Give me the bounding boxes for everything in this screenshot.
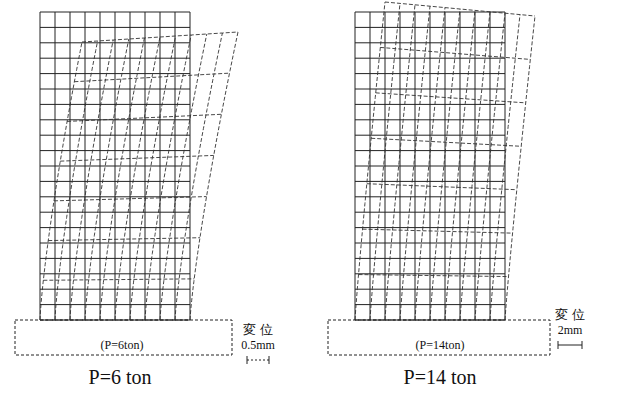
- mesh-line: [40, 227, 190, 228]
- deformed-mesh-line: [145, 35, 191, 320]
- mesh-line: [355, 289, 505, 290]
- mesh-line: [40, 289, 190, 290]
- mesh-line: [355, 12, 505, 13]
- deformed-mesh-line: [43, 279, 194, 280]
- mesh-line: [40, 12, 190, 13]
- deformed-mesh-line: [74, 73, 229, 82]
- mesh-line: [355, 304, 505, 305]
- mesh-line: [355, 104, 505, 105]
- mesh-group: [40, 2, 535, 320]
- mesh-line: [40, 104, 190, 105]
- mesh-line: [40, 212, 190, 213]
- mesh-line: [40, 243, 190, 244]
- base-block: [328, 320, 550, 355]
- mesh-line: [40, 89, 190, 90]
- mesh-line: [40, 42, 190, 43]
- mesh-line: [355, 135, 505, 136]
- load-caption: P=14 ton: [404, 366, 477, 388]
- deformed-mesh-line: [55, 41, 98, 320]
- mesh-line: [355, 166, 505, 167]
- deformed-mesh-line: [60, 155, 213, 161]
- scale-tick: [269, 356, 270, 364]
- displacement-label: 変 位: [243, 323, 272, 337]
- mesh-line: [40, 166, 190, 167]
- deformed-mesh-line: [40, 42, 82, 320]
- deformed-mesh-line: [355, 2, 385, 320]
- scale-value: 0.5mm: [241, 339, 275, 352]
- mesh-line: [355, 243, 505, 244]
- deformed-mesh-line: [359, 275, 509, 277]
- deformed-mesh-line: [475, 13, 505, 320]
- deformed-mesh-line: [371, 138, 521, 146]
- deformed-mesh-line: [48, 238, 200, 241]
- deformed-mesh-line: [385, 5, 415, 320]
- scale-tick: [247, 356, 248, 364]
- mesh-line: [40, 58, 190, 59]
- load-label: (P=14ton): [416, 339, 465, 352]
- deformed-mesh-line: [385, 2, 535, 16]
- deformed-mesh-line: [415, 8, 445, 320]
- deformed-mesh-line: [370, 3, 400, 320]
- scale-tick: [582, 341, 583, 349]
- deformed-mesh-line: [363, 229, 513, 233]
- deformed-mesh-line: [430, 9, 460, 320]
- load-caption: P=6 ton: [89, 366, 152, 388]
- mesh-line: [355, 58, 505, 59]
- deformed-mesh-line: [67, 114, 221, 121]
- mesh-line: [40, 181, 190, 182]
- mesh-line: [355, 42, 505, 43]
- mesh-line: [355, 273, 505, 274]
- mesh-line: [40, 119, 190, 120]
- mesh-line: [40, 73, 190, 74]
- displacement-label: 変 位: [555, 308, 584, 322]
- deformed-mesh-line: [367, 184, 517, 190]
- mesh-line: [40, 304, 190, 305]
- mesh-line: [355, 27, 505, 28]
- scale-bar: [247, 341, 582, 364]
- deformed-mesh-line: [115, 37, 160, 320]
- mesh-line: [355, 196, 505, 197]
- deformed-mesh-line: [380, 47, 530, 59]
- base-block: [15, 320, 232, 355]
- mesh-line: [355, 181, 505, 182]
- deformed-mesh-line: [505, 16, 535, 320]
- deformed-mesh-line: [376, 93, 526, 103]
- deformed-mesh-line: [175, 33, 222, 320]
- mesh-line: [355, 89, 505, 90]
- scale-value: 2mm: [558, 324, 583, 337]
- mesh-line: [355, 212, 505, 213]
- mesh-line: [355, 258, 505, 259]
- deformed-mesh-line: [82, 32, 238, 42]
- deformed-mesh-line: [400, 6, 430, 320]
- load-label: (P=6ton): [101, 339, 144, 352]
- deformed-mesh-line: [460, 12, 490, 320]
- scale-bar: [558, 345, 582, 346]
- deformed-mesh-line: [85, 39, 129, 320]
- mesh-line: [40, 258, 190, 259]
- mesh-line: [355, 119, 505, 120]
- mesh-line: [40, 273, 190, 274]
- mesh-line: [40, 27, 190, 28]
- deformed-mesh-line: [445, 10, 475, 320]
- scale-tick: [558, 341, 559, 349]
- scale-bar: [247, 360, 269, 361]
- mesh-line: [40, 135, 190, 136]
- deformed-mesh-line: [54, 197, 207, 201]
- deformed-mesh-line: [490, 15, 520, 320]
